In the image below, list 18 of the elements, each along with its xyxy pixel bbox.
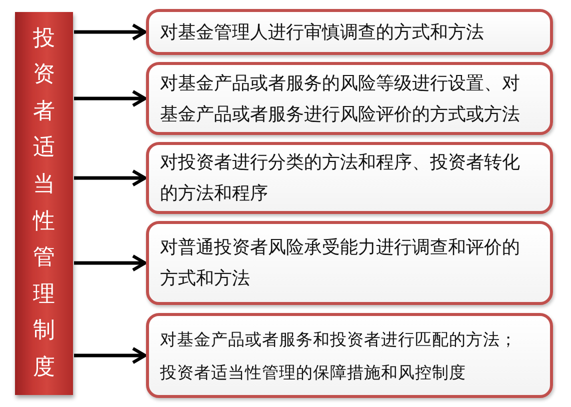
item-text: 投资者适当性管理的保障措施和风控制度 xyxy=(160,362,466,384)
item-text: 对投资者进行分类的方法和程序、投资者转化的方法和程序 xyxy=(160,151,521,206)
arrow xyxy=(74,346,147,364)
item-box xyxy=(146,313,553,398)
item-text: 对普通投资者风险承受能力进行调查和评价的方式和方法 xyxy=(160,236,521,291)
item-text: 对基金产品或者服务和投资者进行匹配的方法； xyxy=(160,328,517,350)
title-bar xyxy=(15,12,73,395)
arrow xyxy=(74,90,147,108)
item-box xyxy=(146,142,553,214)
item-text: 对基金管理人进行审慎调查的方式和方法 xyxy=(160,20,484,44)
arrow xyxy=(74,169,147,187)
arrow xyxy=(74,254,147,272)
item-box xyxy=(146,9,553,55)
title-text: 投资者适当性管理制度 xyxy=(33,24,55,382)
item-text: 对基金产品或者服务的风险等级进行设置、对基金产品或者服务进行风险评价的方式或方法 xyxy=(160,72,521,126)
item-box xyxy=(146,62,553,135)
item-box xyxy=(146,221,553,305)
arrow xyxy=(74,23,147,41)
